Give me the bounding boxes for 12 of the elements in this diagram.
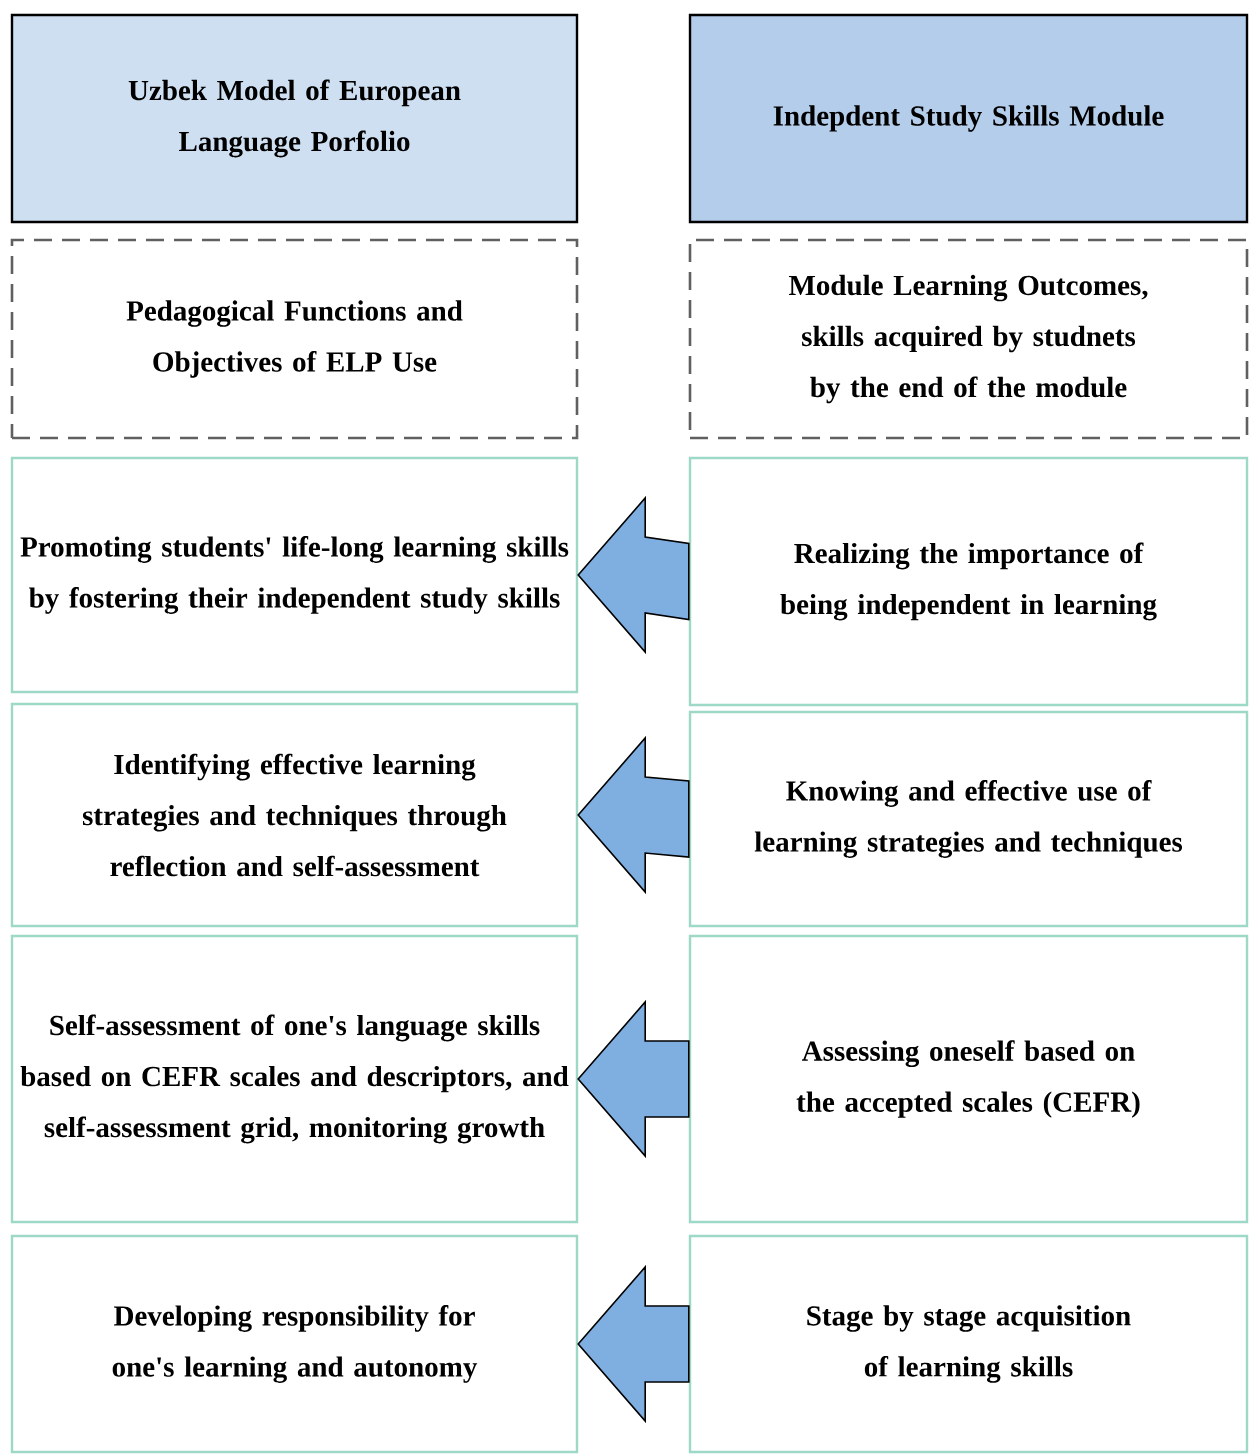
text-box: Developing responsibility for one's learning and autonomy xyxy=(10,1234,579,1454)
text-box: Promoting students' life-long learning skills by fostering their independent study skills xyxy=(10,456,579,694)
text-box: Assessing oneself based on the accepted scales (CEFR) xyxy=(688,934,1249,1224)
text-box: Stage by stage acquisition of learning skills xyxy=(688,1234,1249,1454)
header-box: Uzbek Model of European Language Porfolio xyxy=(10,13,579,224)
text-box: Knowing and effective use of learning strategies and techniques xyxy=(688,710,1249,928)
text-box: Realizing the importance of being independent in learning xyxy=(688,456,1249,707)
dashed-box: Pedagogical Functions and Objectives of ELP Use xyxy=(10,238,579,440)
text-box: Self-assessment of one's language skills based on CEFR scales and descriptors, and self-assessment grid, monitoring growth xyxy=(10,934,579,1224)
dashed-box: Module Learning Outcomes, skills acquired by studnets by the end of the module xyxy=(688,238,1249,440)
text-box: Identifying effective learning strategies and techniques through reflection and self-assessment xyxy=(10,702,579,928)
header-box: Indepdent Study Skills Module xyxy=(688,13,1249,224)
